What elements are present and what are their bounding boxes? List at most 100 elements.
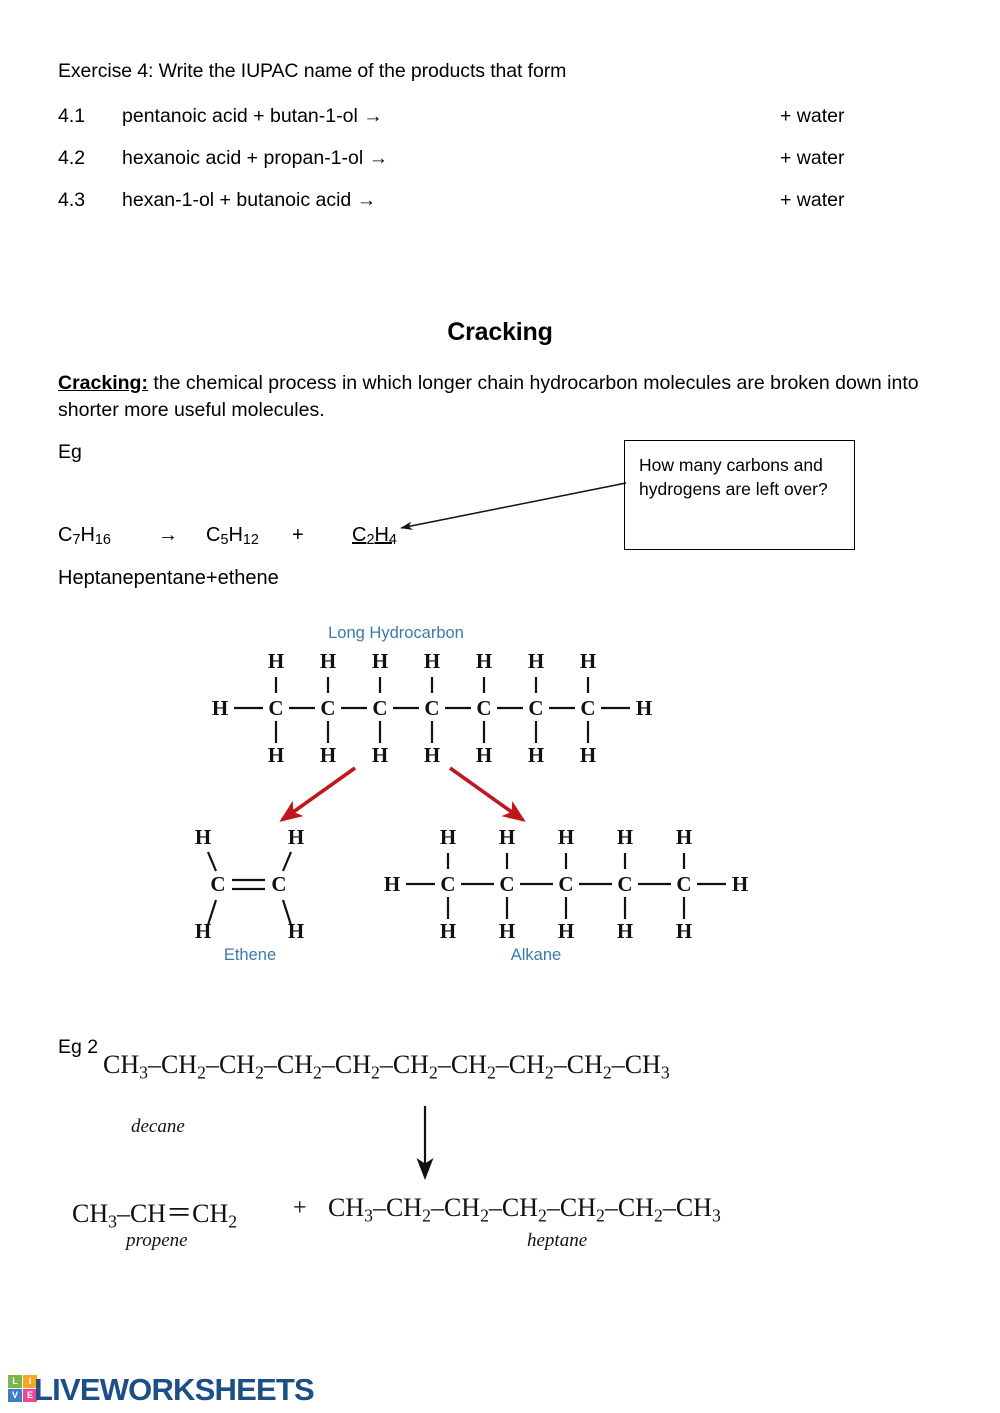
exercise-heading: Exercise 4: Write the IUPAC name of the … [58,60,567,82]
exercise-water-label: + water [780,105,845,127]
eg-label: Eg [58,441,82,463]
atom-carbon: C [424,696,439,720]
atom-hydrogen: H [288,825,304,849]
formula-group: CH2 [160,1050,206,1083]
exercise-number: 4.3 [58,189,86,211]
bond-dash: – [321,1050,335,1079]
bond-dash: – [495,1050,509,1079]
atom-hydrogen: H [268,649,284,673]
equation-arrow: → [158,524,178,546]
bond-dash: – [372,1193,386,1222]
definition-text: the chemical process in which longer cha… [58,372,919,421]
definition-term: Cracking: [58,372,148,394]
atom-carbon: C [558,872,573,896]
atom-hydrogen: H [440,825,456,849]
atom-hydrogen: H [617,825,633,849]
atom-carbon: C [499,872,514,896]
exercise-reactants: hexanoic acid + propan-1-ol → [122,147,389,169]
formula-group: CH3 [72,1199,117,1232]
atom-hydrogen: H [580,743,596,767]
propene-label: propene [126,1230,188,1251]
formula-group: CH [129,1199,167,1228]
exercise-number: 4.2 [58,147,86,169]
logo-icon: L I V E [8,1375,38,1404]
atom-hydrogen: H [636,696,652,720]
alkane-label: Alkane [511,946,561,964]
atom-carbon: C [210,872,225,896]
bond-dash: – [488,1193,502,1222]
formula-group: CH2 [508,1050,554,1083]
formula-group: CH3 [328,1193,373,1226]
exercise-reactants: hexan-1-ol + butanoic acid → [122,189,377,211]
bond-dash: – [147,1050,161,1079]
exercise-number: 4.1 [58,105,86,127]
atom-hydrogen: H [580,649,596,673]
callout-text: How many carbons and hydrogens are left … [639,455,828,499]
atom-carbon: C [440,872,455,896]
eg2-plus-sign: + [293,1195,307,1221]
bond [206,899,218,926]
atom-hydrogen: H [424,649,440,673]
atom-hydrogen: H [499,825,515,849]
formula-group: CH2 [450,1050,496,1083]
reaction-arrow-down [416,1106,434,1180]
decane-label: decane [131,1116,185,1137]
name-plus: + [205,567,218,589]
bond-dash: – [116,1199,130,1228]
long-hydrocarbon-label: Long Hydrocarbon [328,624,464,642]
formula-group: CH2 [392,1050,438,1083]
formula-group: CH3 [103,1050,148,1083]
atom-hydrogen: H [268,743,284,767]
atom-hydrogen: H [195,919,211,943]
atom-hydrogen: H [617,919,633,943]
logo-wordmark: LIVEWORKSHEETS [34,1372,315,1407]
logo-cell-l: L [8,1375,22,1388]
bond [281,851,293,872]
equation-reactant: C7H16 [58,524,111,549]
red-cracking-arrow-right [448,766,526,822]
formula-group: CH2 [617,1193,663,1226]
logo-cell-v: V [8,1389,22,1402]
definition-paragraph: Cracking: the chemical process in which … [58,370,938,424]
formula-group: CH2 [559,1193,605,1226]
bond-dash: – [546,1193,560,1222]
logo-cell-e: E [23,1389,37,1402]
name-reactant: Heptane [58,567,134,589]
atom-carbon: C [617,872,632,896]
heptane-formula: CH3–CH2–CH2–CH2–CH2–CH2–CH3 [328,1193,721,1226]
exercise-water-label: + water [780,189,845,211]
atom-hydrogen: H [676,825,692,849]
bond-dash: – [379,1050,393,1079]
logo-cell-i: I [23,1375,37,1388]
atom-carbon: C [476,696,491,720]
formula-group: CH2 [334,1050,380,1083]
bond-dash: – [553,1050,567,1079]
ethene-label: Ethene [224,946,276,964]
formula-group: CH2 [276,1050,322,1083]
bond-dash: – [662,1193,676,1222]
ethene-molecule: C C H H H H [195,825,304,943]
cracking-equation-names: Heptanepentane+ethene [58,567,279,590]
atom-hydrogen: H [558,919,574,943]
bond-dash: – [604,1193,618,1222]
atom-hydrogen: H [372,743,388,767]
formula-group: CH3 [675,1193,721,1226]
atom-hydrogen: H [372,649,388,673]
atom-carbon: C [528,696,543,720]
formula-group: CH2 [192,1199,238,1232]
atom-carbon: C [580,696,595,720]
formula-group: CH2 [218,1050,264,1083]
name-product-1: pentane [133,567,206,589]
atom-hydrogen: H [320,649,336,673]
bond-dash: – [437,1050,451,1079]
equation-plus: + [292,524,304,546]
bond-dash: – [430,1193,444,1222]
atom-hydrogen: H [424,743,440,767]
propene-formula: CH3–CH＝CH2 [72,1193,237,1232]
equation-product-1: C5H12 [206,524,259,549]
atom-hydrogen: H [476,649,492,673]
